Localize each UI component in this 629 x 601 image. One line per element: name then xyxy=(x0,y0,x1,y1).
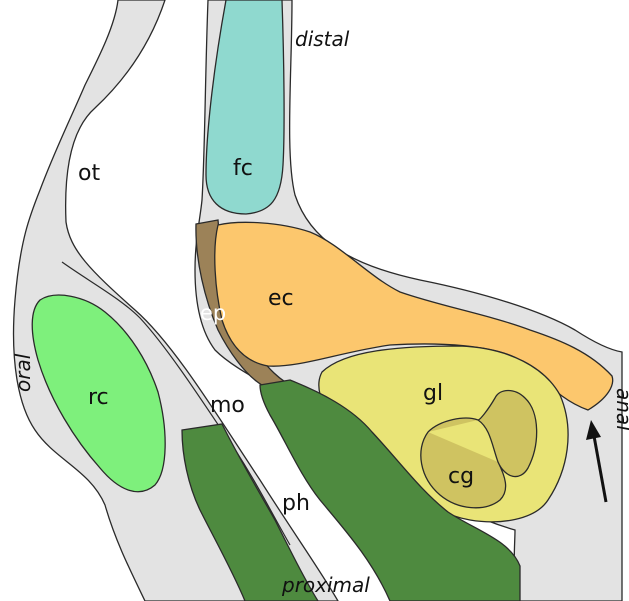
label-anal: anal xyxy=(612,388,629,431)
label-distal: distal xyxy=(295,27,350,51)
label-ot: ot xyxy=(78,161,100,186)
label-ec: ec xyxy=(268,286,294,311)
label-ph: ph xyxy=(282,491,310,516)
label-fc: fc xyxy=(233,156,253,181)
label-oral: oral xyxy=(11,353,35,392)
label-gl: gl xyxy=(423,381,443,406)
label-proximal: proximal xyxy=(281,573,370,597)
label-rc: rc xyxy=(88,385,109,410)
label-mo: mo xyxy=(210,393,245,418)
label-cg: cg xyxy=(448,464,474,489)
label-ep: ep xyxy=(200,301,226,325)
